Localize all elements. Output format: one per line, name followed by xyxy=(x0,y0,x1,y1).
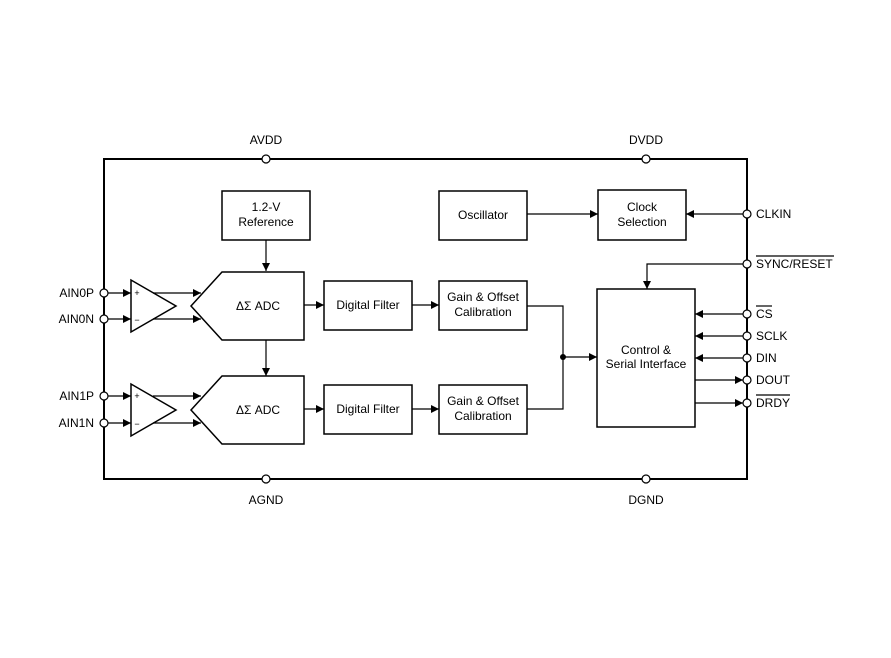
control-label-line1: Control & xyxy=(621,343,671,357)
cal1-label-line1: Gain & Offset xyxy=(447,394,519,408)
calibration-merge-wire xyxy=(527,305,564,410)
ain0n-pin xyxy=(99,314,109,324)
reference-label-line2: Reference xyxy=(238,215,294,229)
drdy-pin xyxy=(742,398,752,408)
cal1-label-line2: Calibration xyxy=(454,409,511,423)
control-label-line2: Serial Interface xyxy=(606,357,687,371)
sclk-label: SCLK xyxy=(756,329,787,343)
calibration-0-block xyxy=(438,280,528,331)
ain1p-label: AIN1P xyxy=(59,389,94,403)
din-label: DIN xyxy=(756,351,777,365)
dvdd-label: DVDD xyxy=(629,133,663,147)
sclk-pin xyxy=(742,331,752,341)
sync-reset-label: SYNC/RESET xyxy=(756,257,833,271)
dvdd-pin xyxy=(641,154,651,164)
cal0-label-line1: Gain & Offset xyxy=(447,290,519,304)
filter0-label: Digital Filter xyxy=(336,298,399,312)
ain1n-pin xyxy=(99,418,109,428)
clock-label-line2: Selection xyxy=(617,215,666,229)
dgnd-pin xyxy=(641,474,651,484)
clock-selection-block xyxy=(597,189,687,241)
sync-reset-pin xyxy=(742,259,752,269)
drdy-label: DRDY xyxy=(756,396,790,410)
reference-label-line1: 1.2-V xyxy=(252,200,281,214)
clkin-pin xyxy=(742,209,752,219)
ain1n-label: AIN1N xyxy=(59,416,94,430)
filter1-label: Digital Filter xyxy=(336,402,399,416)
sync-reset-wire xyxy=(643,263,743,289)
oscillator-block xyxy=(438,190,528,241)
avdd-pin xyxy=(261,154,271,164)
adc1-label: ΔΣ ADC xyxy=(236,403,280,417)
amp1-minus: − xyxy=(134,419,139,429)
ain1p-pin xyxy=(99,391,109,401)
oscillator-label: Oscillator xyxy=(458,208,508,222)
amp1-plus: + xyxy=(134,391,139,401)
clock-label-line1: Clock xyxy=(627,200,658,214)
din-pin xyxy=(742,353,752,363)
adc0-label: ΔΣ ADC xyxy=(236,299,280,313)
cs-pin xyxy=(742,309,752,319)
cs-label: CS xyxy=(756,307,773,321)
dgnd-label: DGND xyxy=(628,493,664,507)
adc-1-block xyxy=(189,375,305,445)
control-serial-interface-block xyxy=(596,288,696,428)
dout-label: DOUT xyxy=(756,373,791,387)
amp0-minus: − xyxy=(134,315,139,325)
digital-filter-1-block xyxy=(323,384,413,435)
ain0n-label: AIN0N xyxy=(59,312,94,326)
adc-0-block xyxy=(189,271,305,341)
avdd-label: AVDD xyxy=(250,133,283,147)
dout-pin xyxy=(742,375,752,385)
cal0-label-line2: Calibration xyxy=(454,305,511,319)
agnd-label: AGND xyxy=(249,493,284,507)
amp0-plus: + xyxy=(134,288,139,298)
agnd-pin xyxy=(261,474,271,484)
ain0p-pin xyxy=(99,288,109,298)
clkin-label: CLKIN xyxy=(756,207,791,221)
ain0p-label: AIN0P xyxy=(59,286,94,300)
